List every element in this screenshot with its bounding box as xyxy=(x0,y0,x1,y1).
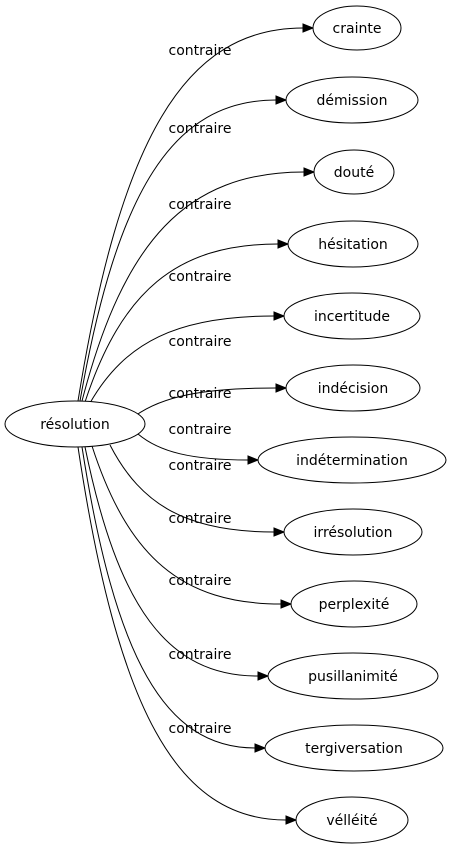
arrow-head-icon xyxy=(275,383,288,393)
edge-line xyxy=(81,171,305,402)
arrow-head-icon xyxy=(277,239,290,249)
edge-line xyxy=(84,243,279,403)
edge-label: contraire xyxy=(169,121,232,137)
edge-line xyxy=(77,27,304,402)
edge-label: contraire xyxy=(169,573,232,589)
edge-2: contraire xyxy=(81,167,316,402)
edges-layer: contraire contraire contraire contraire cont… xyxy=(77,23,316,825)
target-node: perplexité xyxy=(290,580,418,628)
target-node-ellipse xyxy=(295,796,409,844)
edge-10: contraire xyxy=(81,446,267,753)
arrow-head-icon xyxy=(303,167,316,177)
arrow-head-icon xyxy=(302,23,315,33)
edge-line xyxy=(79,99,277,402)
target-node: indétermination xyxy=(257,436,447,484)
target-node-label: indécision xyxy=(318,381,388,397)
target-node-label: irrésolution xyxy=(314,525,393,541)
target-node-ellipse xyxy=(290,580,418,628)
edge-label: contraire xyxy=(169,269,232,285)
edge-label: contraire xyxy=(169,386,232,402)
edge-4: contraire xyxy=(89,311,286,404)
arrow-head-icon xyxy=(280,599,293,609)
source-node: résolution xyxy=(4,400,146,448)
edge-line xyxy=(137,433,249,461)
edge-label: contraire xyxy=(169,721,232,737)
edge-line xyxy=(91,445,282,605)
edge-8: contraire xyxy=(91,445,293,609)
edge-6: contraire xyxy=(137,422,260,465)
edge-11: contraire xyxy=(77,446,298,825)
source-node-label: résolution xyxy=(40,417,110,433)
edge-line xyxy=(84,446,259,677)
target-node-label: pusillanimité xyxy=(308,669,398,685)
arrow-head-icon xyxy=(254,743,267,753)
arrow-head-icon xyxy=(285,815,298,825)
target-node-label: douté xyxy=(334,165,374,181)
target-node-ellipse xyxy=(313,149,395,195)
target-node-ellipse xyxy=(287,220,419,268)
target-node-label: vélléité xyxy=(326,813,377,829)
arrow-head-icon xyxy=(257,671,270,681)
targets-layer: crainte démission douté hésitation incertitu… xyxy=(257,5,447,844)
edge-label: contraire xyxy=(169,197,232,213)
target-node-label: hésitation xyxy=(318,237,388,253)
target-node: indécision xyxy=(285,364,421,412)
edge-3: contraire xyxy=(84,239,290,403)
target-node-ellipse xyxy=(285,364,421,412)
target-node-ellipse xyxy=(264,724,444,772)
arrow-head-icon xyxy=(247,455,260,465)
edge-line xyxy=(81,446,256,749)
edge-line xyxy=(134,387,277,417)
target-node: tergiversation xyxy=(264,724,444,772)
target-node-ellipse xyxy=(257,436,447,484)
edge-1: contraire xyxy=(79,95,288,402)
target-node: pusillanimité xyxy=(267,652,439,700)
arrow-head-icon xyxy=(273,527,286,537)
target-node-ellipse xyxy=(283,292,421,340)
source-node-ellipse xyxy=(4,400,146,448)
target-node-label: indétermination xyxy=(296,453,408,469)
edge-7: contraire xyxy=(109,444,286,537)
target-node-ellipse xyxy=(267,652,439,700)
arrow-head-icon xyxy=(273,311,286,321)
target-node-ellipse xyxy=(285,76,419,124)
edge-label: contraire xyxy=(169,43,232,59)
target-node-label: perplexité xyxy=(319,597,390,613)
target-node-label: crainte xyxy=(333,21,382,37)
edge-label: contraire xyxy=(169,334,232,350)
edge-line xyxy=(89,315,275,404)
edge-0: contraire xyxy=(77,23,315,402)
target-node: démission xyxy=(285,76,419,124)
edge-9: contraire xyxy=(84,446,270,681)
target-node-label: incertitude xyxy=(314,309,390,325)
target-node-ellipse xyxy=(283,508,423,556)
edge-label: contraire xyxy=(169,511,232,527)
target-node: crainte xyxy=(312,5,402,51)
target-node: incertitude xyxy=(283,292,421,340)
target-node: hésitation xyxy=(287,220,419,268)
arrow-head-icon xyxy=(275,95,288,105)
edge-label: contraire xyxy=(169,422,232,438)
edge-line xyxy=(77,446,287,821)
edge-label: contraire xyxy=(169,458,232,474)
target-node-label: démission xyxy=(317,93,388,109)
edge-5: contraire xyxy=(134,383,288,417)
target-node: douté xyxy=(313,149,395,195)
edge-line xyxy=(109,444,275,533)
target-node: irrésolution xyxy=(283,508,423,556)
target-node-label: tergiversation xyxy=(305,741,403,757)
target-node: vélléité xyxy=(295,796,409,844)
edge-label: contraire xyxy=(169,647,232,663)
target-node-ellipse xyxy=(312,5,402,51)
